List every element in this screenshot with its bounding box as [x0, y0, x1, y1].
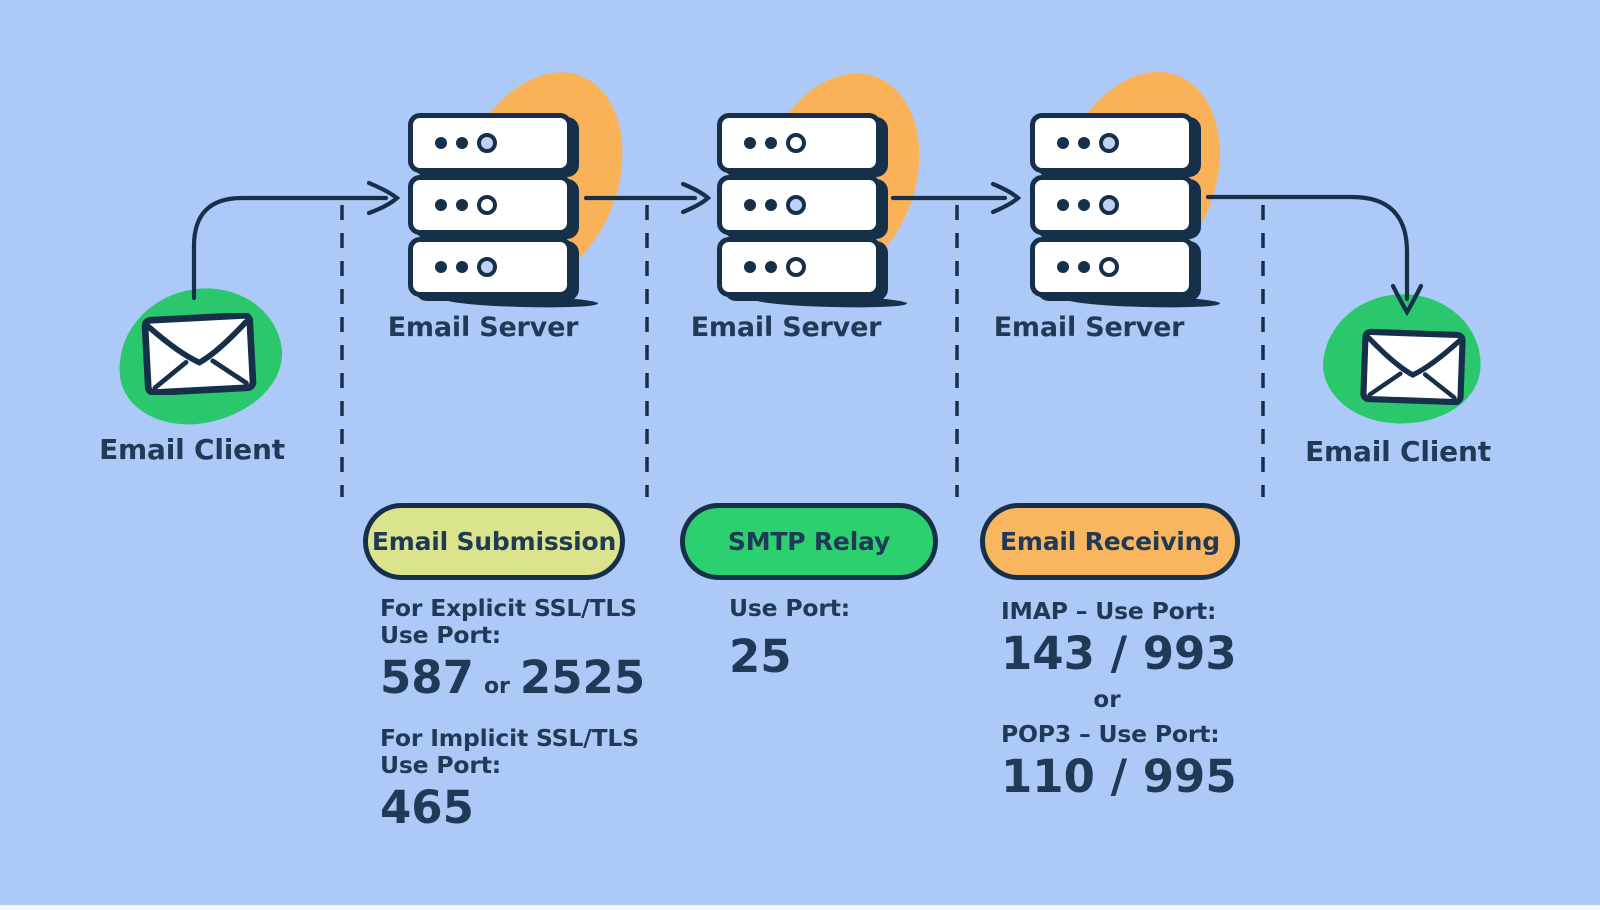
- port-number: 110 / 995: [1001, 750, 1237, 803]
- server-unit: [717, 113, 881, 173]
- or-connector: or: [1093, 687, 1121, 713]
- port-or: or: [483, 674, 510, 699]
- port-numbers: 110 / 995: [1001, 750, 1261, 804]
- detail-heading: IMAP – Use Port:: [1001, 597, 1217, 625]
- server-2-label: Email Server: [690, 312, 882, 343]
- badge-smtp-relay: SMTP Relay: [680, 503, 938, 580]
- detail-section: For Implicit SSL/TLS Use Port: 465: [380, 725, 660, 835]
- server-unit: [1030, 113, 1194, 173]
- led-dot: [1078, 261, 1090, 273]
- port-numbers: 465: [380, 781, 660, 835]
- detail-heading: Use Port:: [380, 751, 501, 779]
- led-dot: [456, 137, 468, 149]
- port-number: 2525: [519, 651, 646, 704]
- port-number: 25: [729, 630, 792, 683]
- server-3-label: Email Server: [993, 312, 1185, 343]
- led-dot: [744, 261, 756, 273]
- led-ring: [477, 257, 497, 277]
- led-dot: [456, 199, 468, 211]
- detail-heading: For Explicit SSL/TLS: [380, 594, 637, 622]
- server-unit: [1030, 237, 1194, 297]
- server-stack-icon: [1030, 113, 1221, 309]
- led-ring: [786, 133, 806, 153]
- port-numbers: 25: [729, 630, 949, 684]
- led-ring: [1099, 195, 1119, 215]
- port-numbers: 587 or 2525: [380, 651, 660, 705]
- port-number: 143 / 993: [1001, 627, 1237, 680]
- led-dot: [1078, 199, 1090, 211]
- led-dot: [744, 199, 756, 211]
- stage-email-submission-details: For Explicit SSL/TLS Use Port: 587 or 25…: [380, 595, 660, 835]
- server-stack-icon: [717, 113, 908, 309]
- badge-label: Email Receiving: [1000, 527, 1220, 556]
- led-dot: [435, 261, 447, 273]
- server-unit: [1030, 175, 1194, 235]
- led-dot: [1057, 199, 1069, 211]
- envelope-icon: [141, 313, 257, 395]
- detail-heading: POP3 – Use Port:: [1001, 720, 1220, 748]
- badge-email-receiving: Email Receiving: [980, 503, 1240, 580]
- server-unit: [717, 175, 881, 235]
- led-ring: [1099, 257, 1119, 277]
- detail-heading: For Implicit SSL/TLS: [380, 724, 639, 752]
- stage-smtp-relay-details: Use Port: 25: [729, 595, 949, 684]
- led-dot: [1078, 137, 1090, 149]
- envelope-icon: [1360, 328, 1466, 406]
- client-right-label: Email Client: [1305, 435, 1491, 468]
- led-ring: [477, 133, 497, 153]
- detail-heading: Use Port:: [380, 621, 501, 649]
- server-1-label: Email Server: [387, 312, 579, 343]
- server-unit: [408, 237, 572, 297]
- client-left-label: Email Client: [99, 433, 285, 466]
- led-dot: [765, 199, 777, 211]
- port-numbers: 143 / 993: [1001, 627, 1261, 681]
- port-number: 465: [380, 781, 474, 834]
- badge-label: Email Submission: [371, 527, 617, 556]
- server-unit: [408, 175, 572, 235]
- badge-email-submission: Email Submission: [363, 503, 625, 580]
- led-ring: [786, 257, 806, 277]
- led-dot: [435, 137, 447, 149]
- server-stack-icon: [408, 113, 599, 309]
- led-dot: [456, 261, 468, 273]
- badge-label: SMTP Relay: [727, 527, 891, 556]
- led-dot: [765, 261, 777, 273]
- led-dot: [435, 199, 447, 211]
- stage-email-receiving-details: IMAP – Use Port: 143 / 993 or POP3 – Use…: [1001, 598, 1261, 804]
- led-dot: [744, 137, 756, 149]
- led-dot: [765, 137, 777, 149]
- server-unit: [717, 237, 881, 297]
- led-ring: [1099, 133, 1119, 153]
- bottom-edge: [0, 905, 1600, 910]
- led-dot: [1057, 137, 1069, 149]
- led-dot: [1057, 261, 1069, 273]
- led-ring: [477, 195, 497, 215]
- detail-heading: Use Port:: [729, 594, 850, 622]
- port-number: 587: [380, 651, 474, 704]
- server-unit: [408, 113, 572, 173]
- led-ring: [786, 195, 806, 215]
